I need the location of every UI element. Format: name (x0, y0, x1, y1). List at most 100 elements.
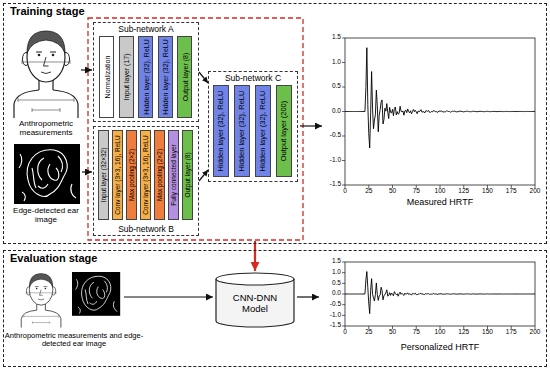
input-arrow (124, 296, 213, 297)
hrtf-waveform (345, 48, 535, 148)
axis-tick-label: 0.0 (319, 108, 341, 115)
layer-box: Hidden layer (32), ReLU (234, 85, 250, 177)
axis-tick-label: 175 (499, 188, 523, 195)
axis-tick-label: 0.5 (319, 280, 341, 287)
tick-mark (342, 111, 345, 112)
axis-tick-label: 150 (476, 188, 500, 195)
tick-mark (342, 315, 345, 316)
layer-box: Conv layer (3×3, 16), ReLU (140, 130, 151, 220)
connector-arrow (199, 72, 208, 83)
ear-image (72, 272, 120, 316)
model-cylinder: CNN-DNN Model (215, 272, 295, 328)
axis-tick-label: 0.0 (319, 290, 341, 297)
plot-frame (345, 38, 535, 185)
tick-mark (342, 272, 345, 273)
output-arrow (300, 125, 322, 126)
hrtf-plot (342, 262, 535, 329)
layer-box: Output layer (200) (276, 85, 292, 177)
axis-tick-label: 1.5 (319, 34, 341, 41)
image-caption: Edge-detected ear image (5, 207, 87, 225)
layer-label: Max pooling (2×2) (128, 149, 135, 201)
axis-tick-label: -1.0 (319, 157, 341, 164)
tick-mark (342, 326, 345, 327)
connector-arrow (199, 170, 208, 181)
stage-title: Training stage (8, 5, 87, 18)
model-label: CNN-DNN Model (225, 294, 285, 316)
axis-tick-label: 200 (523, 329, 547, 336)
tick-mark (342, 283, 345, 284)
layer-label: Input layer (17) (123, 53, 130, 100)
input-arrow (81, 69, 92, 70)
layer-box: Hidden layer (32), ReLU (213, 85, 229, 177)
axis-tick-label: 100 (428, 188, 452, 195)
face-illustration (14, 31, 78, 118)
layer-label: Output layer (8) (181, 53, 188, 102)
hrtf-waveform (345, 272, 535, 314)
axis-tick-label: 150 (476, 329, 500, 336)
axis-tick-label: 50 (381, 329, 405, 336)
axis-tick-label: 1.0 (319, 59, 341, 66)
tick-mark (342, 62, 345, 63)
axis-tick-label: -1.0 (319, 312, 341, 319)
axis-tick-label: 0 (333, 188, 357, 195)
ear-image (14, 144, 80, 204)
subnetwork-box: Sub-network A Normalization Input layer (1… (93, 22, 199, 122)
plot-caption: Measured HRTF (380, 198, 500, 208)
subnetwork-title: Sub-network C (209, 73, 297, 83)
layer-label: Max pooling (2×2) (156, 149, 163, 201)
layer-box: Hidden layer (32), ReLU (158, 36, 173, 118)
layer-box: Normalization (99, 36, 114, 118)
image-caption: Anthropometric measurements (5, 120, 87, 138)
axis-tick-label: 200 (523, 188, 547, 195)
face-illustration (21, 274, 61, 328)
tick-mark (342, 136, 345, 137)
axis-tick-label: 125 (452, 188, 476, 195)
axis-tick-label: 175 (499, 329, 523, 336)
axis-tick-label: 25 (357, 188, 381, 195)
layer-label: Output layer (8) (184, 152, 191, 197)
axis-tick-label: 1.0 (319, 269, 341, 276)
tick-mark (342, 304, 345, 305)
axis-tick-label: 50 (381, 188, 405, 195)
axis-tick-label: 75 (404, 188, 428, 195)
layer-box: Input layer (17) (119, 36, 134, 118)
image-caption: Anthropometric measurements and edge-det… (4, 332, 144, 349)
layer-label: Conv layer (3×3, 16), ReLU (142, 135, 149, 214)
plot-caption: Personalized HRTF (380, 343, 500, 353)
layer-box: Hidden layer (32), ReLU (138, 36, 153, 118)
layer-box: Conv layer (3×3, 16), ReLU (112, 130, 123, 220)
subnetwork-box: Sub-network C Hidden layer (32), ReLU Hidd… (208, 71, 298, 182)
layer-label: Hidden layer (32), ReLU (142, 39, 149, 114)
axis-tick-label: 100 (428, 329, 452, 336)
axis-tick-label: -1.5 (319, 181, 341, 188)
axis-tick-label: 1.5 (319, 258, 341, 265)
axis-tick-label: -0.5 (319, 132, 341, 139)
plot-frame (345, 262, 535, 326)
layer-box: Input layer (32×32) (98, 130, 109, 220)
subnetwork-title: Sub-network A (94, 24, 198, 34)
stage-title: Evaluation stage (8, 252, 99, 265)
stage-panel: Training stageSub-network A Normalization… (3, 3, 547, 244)
tick-mark (342, 294, 345, 295)
tick-mark (342, 185, 345, 186)
layer-box: Fully connected layer (168, 130, 179, 220)
cylinder-body (216, 279, 294, 327)
layer-label: Hidden layer (32), ReLU (217, 91, 225, 172)
subnetwork-title: Sub-network B (94, 224, 198, 234)
output-arrow (297, 296, 319, 297)
model-region (88, 18, 303, 240)
hrtf-plots (342, 38, 535, 329)
tick-mark (342, 87, 345, 88)
layer-box: Max pooling (2×2) (154, 130, 165, 220)
axis-tick-label: 125 (452, 329, 476, 336)
hrtf-plot (342, 38, 535, 188)
axis-tick-label: 75 (404, 329, 428, 336)
layer-label: Hidden layer (32), ReLU (238, 91, 246, 172)
tick-mark (342, 160, 345, 161)
axis-tick-label: -1.5 (319, 322, 341, 329)
axis-tick-label: 0.5 (319, 83, 341, 90)
layer-label: Conv layer (3×3, 16), ReLU (114, 135, 121, 214)
layer-box: Output layer (8) (182, 130, 193, 220)
layer-box: Hidden layer (32), ReLU (255, 85, 271, 177)
layer-label: Hidden layer (32), ReLU (162, 39, 169, 114)
